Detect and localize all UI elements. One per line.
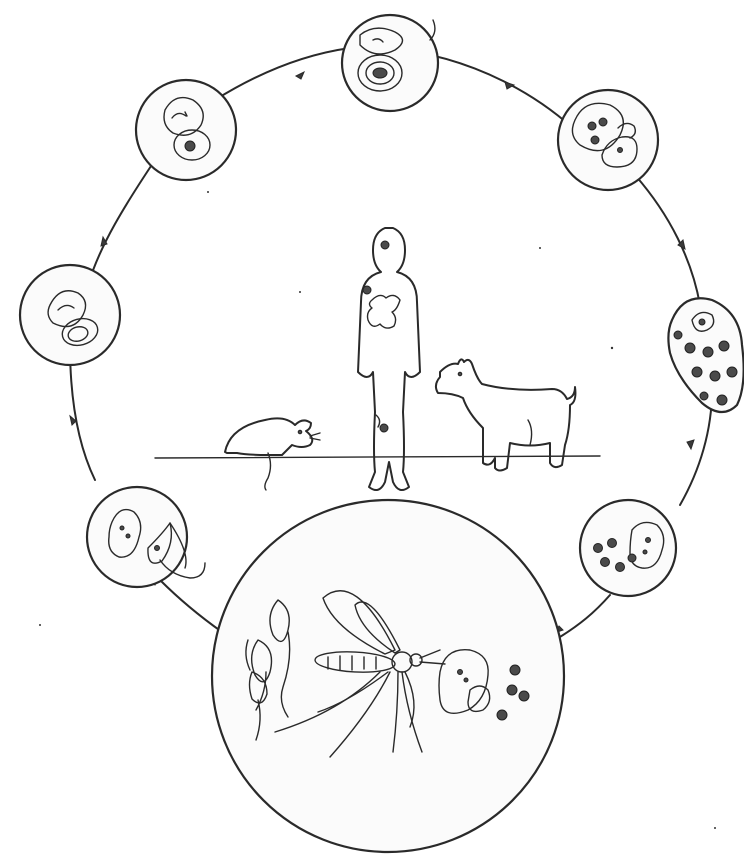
stage-vector: [212, 500, 564, 852]
stage-upper-right: [558, 90, 658, 190]
human-figure: [358, 228, 420, 490]
stage-lower-right: [580, 500, 676, 596]
hosts-scene: [155, 228, 600, 490]
arrow-right-lower: [687, 440, 694, 449]
dog-figure: [436, 359, 576, 470]
rodent-figure: [225, 418, 320, 490]
stage-upper-left: [136, 80, 236, 180]
stage-lower-left: [87, 487, 205, 587]
ground-line: [155, 456, 600, 458]
arrow-top-right: [505, 82, 514, 89]
arrow-top-left: [296, 72, 304, 79]
stage-right: [668, 298, 743, 412]
stage-top: [342, 15, 438, 111]
stage-left: [20, 265, 120, 365]
arrow-left-upper: [101, 237, 107, 246]
